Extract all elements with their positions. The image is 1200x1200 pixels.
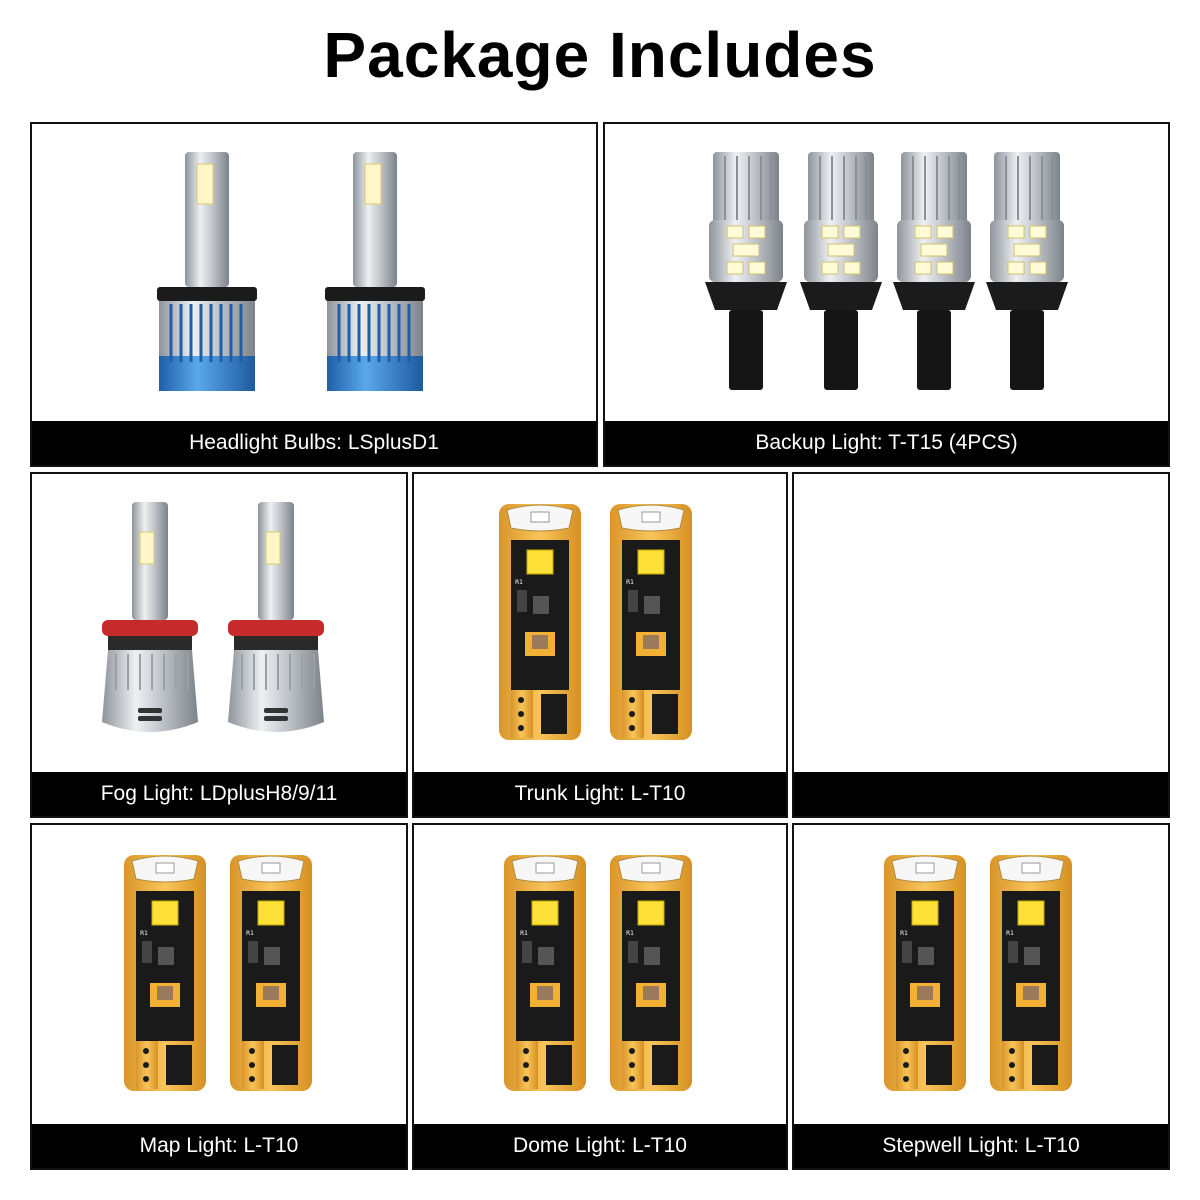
backup-light-bulbs-image <box>605 124 1168 421</box>
product-caption <box>794 772 1168 816</box>
dome-light-bulbs-image <box>414 825 786 1124</box>
product-card-trunk: Trunk Light: L-T10 <box>412 472 788 818</box>
product-card-stepwell: Stepwell Light: L-T10 <box>792 823 1170 1170</box>
trunk-light-bulbs-image <box>414 474 786 772</box>
product-card-map: Map Light: L-T10 <box>30 823 408 1170</box>
product-caption: Dome Light: L-T10 <box>414 1124 786 1168</box>
product-card-headlight: Headlight Bulbs: LSplusD1 <box>30 122 598 467</box>
product-card-dome: Dome Light: L-T10 <box>412 823 788 1170</box>
stepwell-light-bulbs-image <box>794 825 1168 1124</box>
product-caption: Fog Light: LDplusH8/9/11 <box>32 772 406 816</box>
map-light-bulbs-image <box>32 825 406 1124</box>
product-caption: Stepwell Light: L-T10 <box>794 1124 1168 1168</box>
product-card-empty <box>792 472 1170 818</box>
product-card-fog: Fog Light: LDplusH8/9/11 <box>30 472 408 818</box>
fog-light-bulbs-image <box>32 474 406 772</box>
product-card-backup: Backup Light: T-T15 (4PCS) <box>603 122 1170 467</box>
headlight-bulbs-image <box>32 124 596 421</box>
product-caption: Map Light: L-T10 <box>32 1124 406 1168</box>
product-caption: Backup Light: T-T15 (4PCS) <box>605 421 1168 465</box>
empty-image-area <box>794 474 1168 772</box>
product-caption: Trunk Light: L-T10 <box>414 772 786 816</box>
page-title: Package Includes <box>323 19 877 91</box>
product-caption: Headlight Bulbs: LSplusD1 <box>32 421 596 465</box>
